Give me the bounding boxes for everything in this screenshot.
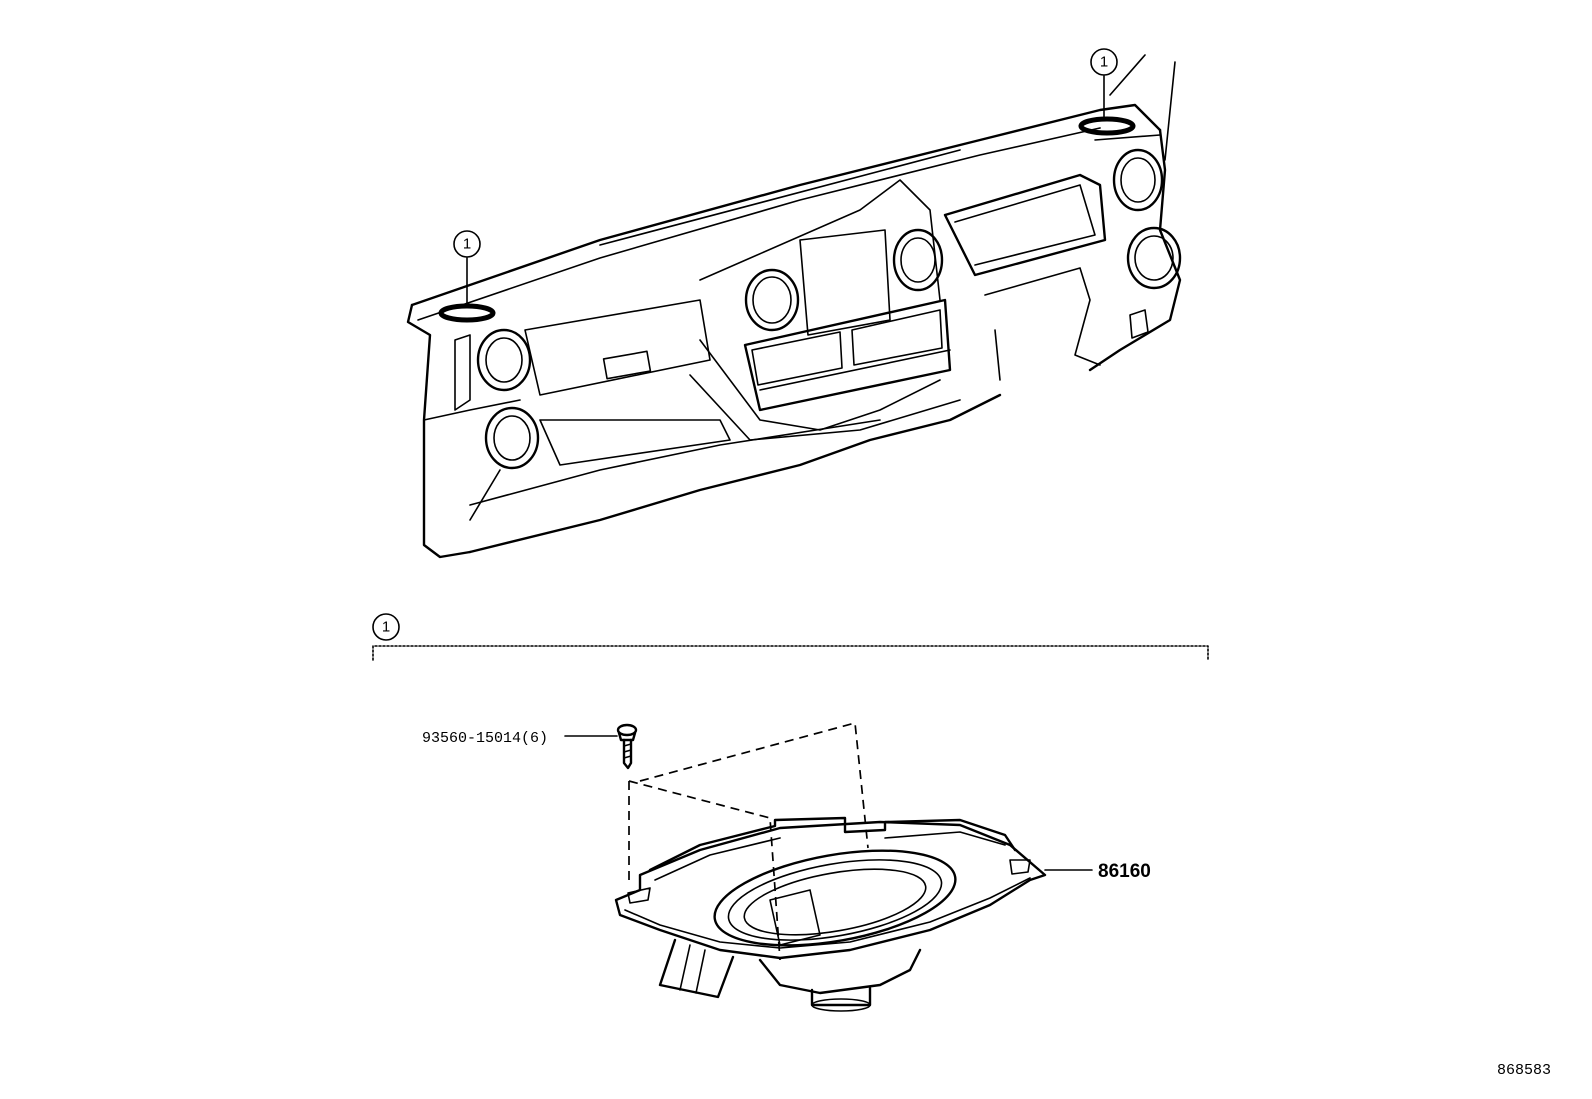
installation-guide-lines	[628, 721, 869, 961]
speaker-location-left	[438, 303, 496, 323]
svg-text:1: 1	[382, 619, 390, 636]
svg-text:1: 1	[1100, 54, 1108, 71]
diagram-id: 868583	[1497, 1062, 1551, 1079]
speaker-part-number: 86160	[1098, 861, 1151, 882]
callout-1-right: 1	[1090, 48, 1118, 76]
callout-1-left: 1	[453, 230, 481, 258]
screw-illustration	[564, 723, 638, 770]
detail-section-header: 1	[372, 613, 1209, 661]
screw-part-number: 93560-15014(6)	[422, 730, 548, 747]
speaker-illustration	[614, 816, 1093, 1012]
speaker-location-right	[1078, 116, 1136, 136]
instrument-panel-illustration	[406, 54, 1182, 559]
svg-text:1: 1	[463, 236, 471, 253]
